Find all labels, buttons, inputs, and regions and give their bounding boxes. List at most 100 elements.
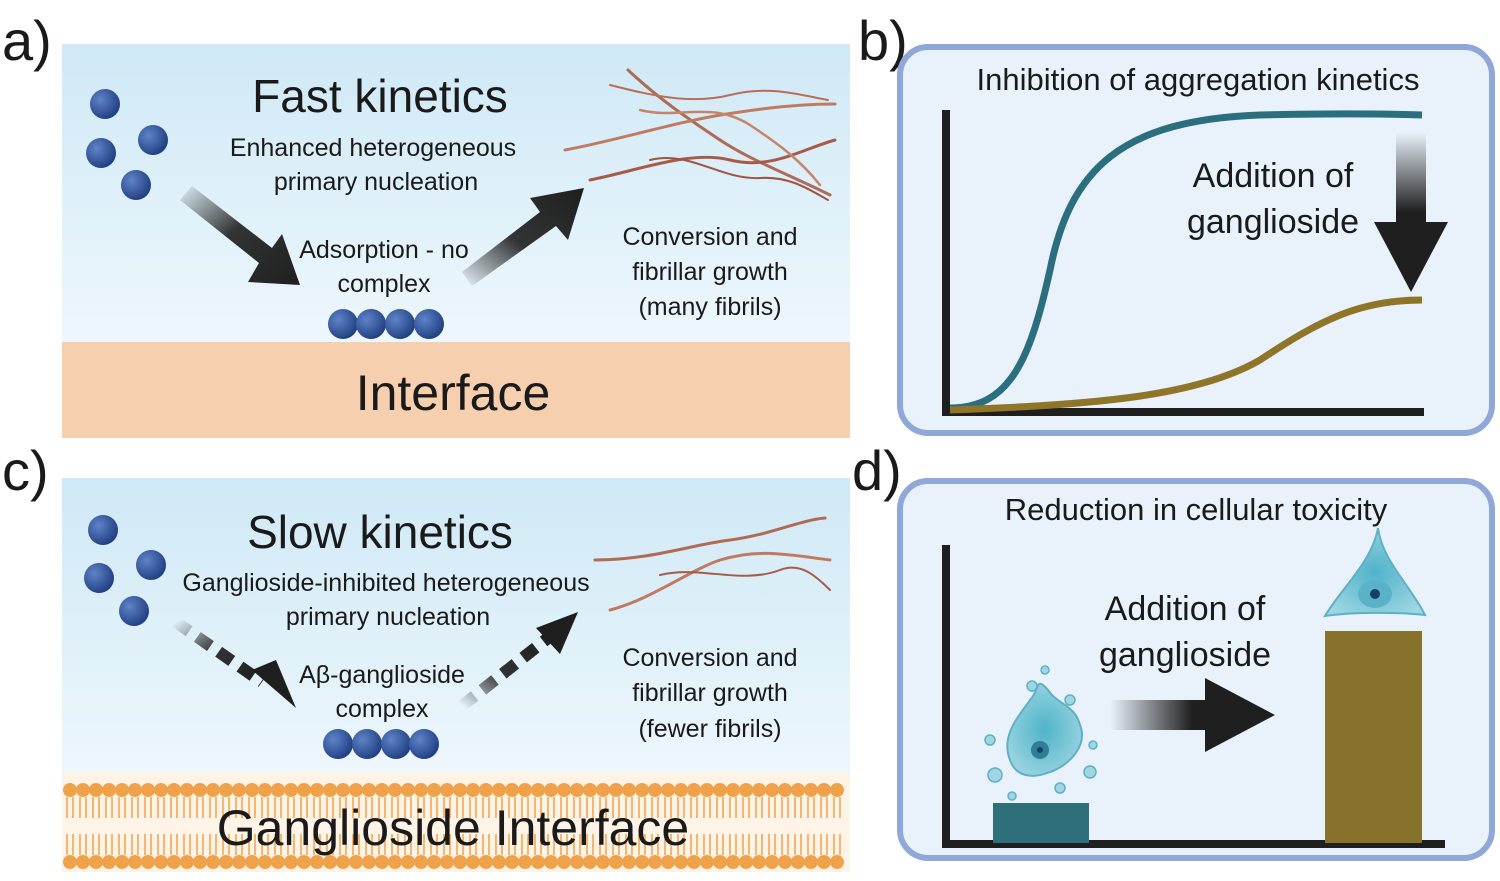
lipid-head [89, 783, 103, 797]
panel-b: b) Inhibition of aggregation kinetics Ad… [858, 9, 1495, 436]
lipid-head [427, 855, 441, 869]
lipid-head [687, 783, 701, 797]
lipid-head [778, 855, 792, 869]
lipid-head [349, 783, 363, 797]
lipid-head [375, 783, 389, 797]
lipid-head [479, 855, 493, 869]
lipid-head [791, 783, 805, 797]
lipid-head [583, 855, 597, 869]
panel-c-complex-monomers [323, 729, 439, 759]
lipid-head [648, 855, 662, 869]
panel-a-nucleation-line1: Enhanced heterogeneous [230, 134, 516, 162]
lipid-head [115, 855, 129, 869]
panel-a-monomers [86, 89, 168, 200]
lipid-head [453, 855, 467, 869]
lipid-head [557, 783, 571, 797]
lipid-head [232, 855, 246, 869]
lipid-head [557, 855, 571, 869]
lipid-head [414, 855, 428, 869]
lipid-head [141, 855, 155, 869]
lipid-head [713, 855, 727, 869]
lipid-head [596, 855, 610, 869]
monomer-sphere [381, 729, 411, 759]
lipid-head [388, 783, 402, 797]
lipid-head [466, 855, 480, 869]
panel-c-growth-line2: fibrillar growth [632, 679, 788, 707]
panel-a-letter: a) [2, 9, 52, 72]
panel-a-growth-line1: Conversion and [622, 223, 797, 251]
lipid-head [336, 783, 350, 797]
panel-c-complex-line2: complex [335, 695, 429, 723]
lipid-head [388, 855, 402, 869]
panel-c-growth-line1: Conversion and [622, 644, 797, 672]
panel-c-growth-line3: (fewer fibrils) [638, 715, 781, 743]
lipid-head [219, 855, 233, 869]
panel-b-addition-line2: ganglioside [1187, 203, 1359, 241]
monomer-sphere [385, 309, 415, 339]
panel-c-arrow-down [172, 617, 296, 708]
monomer-sphere [88, 515, 118, 545]
lipid-head [401, 783, 415, 797]
panel-a-arrow-down [180, 186, 300, 285]
lipid-head [154, 783, 168, 797]
lipid-head [505, 855, 519, 869]
lipid-head [700, 855, 714, 869]
lipid-head [206, 855, 220, 869]
panel-c-monomers [84, 515, 166, 626]
lipid-head [440, 855, 454, 869]
lipid-head [713, 783, 727, 797]
panel-c-solution [62, 478, 850, 778]
panel-c-lipid-bilayer [63, 783, 844, 869]
panel-d-letter: d) [852, 439, 902, 502]
lipid-head [596, 783, 610, 797]
panel-a-adsorption-line1: Adsorption - no [299, 236, 469, 264]
lipid-head [232, 783, 246, 797]
lipid-head [310, 783, 324, 797]
lipid-head [492, 855, 506, 869]
lipid-head [479, 783, 493, 797]
panel-b-addition-line1: Addition of [1193, 157, 1354, 195]
lipid-head [323, 855, 337, 869]
monomer-sphere [121, 170, 151, 200]
lipid-head [830, 855, 844, 869]
lipid-head [349, 855, 363, 869]
lipid-head [167, 783, 181, 797]
lipid-head [752, 783, 766, 797]
lipid-head [375, 855, 389, 869]
lipid-head [804, 783, 818, 797]
lipid-head [154, 855, 168, 869]
panel-a-interface-layer [62, 342, 850, 438]
lipid-head [804, 855, 818, 869]
lipid-head [687, 855, 701, 869]
monomer-sphere [328, 309, 358, 339]
lipid-head [492, 783, 506, 797]
lipid-head [518, 855, 532, 869]
monomer-sphere [409, 729, 439, 759]
lipid-head [115, 783, 129, 797]
lipid-head [791, 855, 805, 869]
lipid-head [453, 783, 467, 797]
monomer-sphere [323, 729, 353, 759]
lipid-head [193, 783, 207, 797]
monomer-sphere [136, 550, 166, 580]
lipid-head [531, 783, 545, 797]
panel-a: a) Interface Fast kinetics Enhanced hete… [2, 9, 850, 438]
panel-c-title: Slow kinetics [247, 506, 513, 558]
panel-d-title: Reduction in cellular toxicity [1005, 492, 1388, 527]
panel-b-arrow-down [1374, 132, 1448, 292]
lipid-head [167, 855, 181, 869]
panel-d-healthy-cell [1323, 527, 1427, 618]
lipid-head [830, 783, 844, 797]
lipid-head [622, 855, 636, 869]
panel-d-dying-cell [984, 665, 1098, 801]
lipid-head [258, 783, 272, 797]
lipid-head [128, 855, 142, 869]
panel-a-adsorbed-monomers [328, 309, 444, 339]
lipid-head [817, 855, 831, 869]
lipid-head [570, 855, 584, 869]
lipid-head [180, 783, 194, 797]
lipid-head [284, 783, 298, 797]
lipid-head [76, 783, 90, 797]
panel-c-interface-label: Ganglioside Interface [217, 800, 690, 856]
panel-b-curve-slow [949, 296, 1423, 414]
